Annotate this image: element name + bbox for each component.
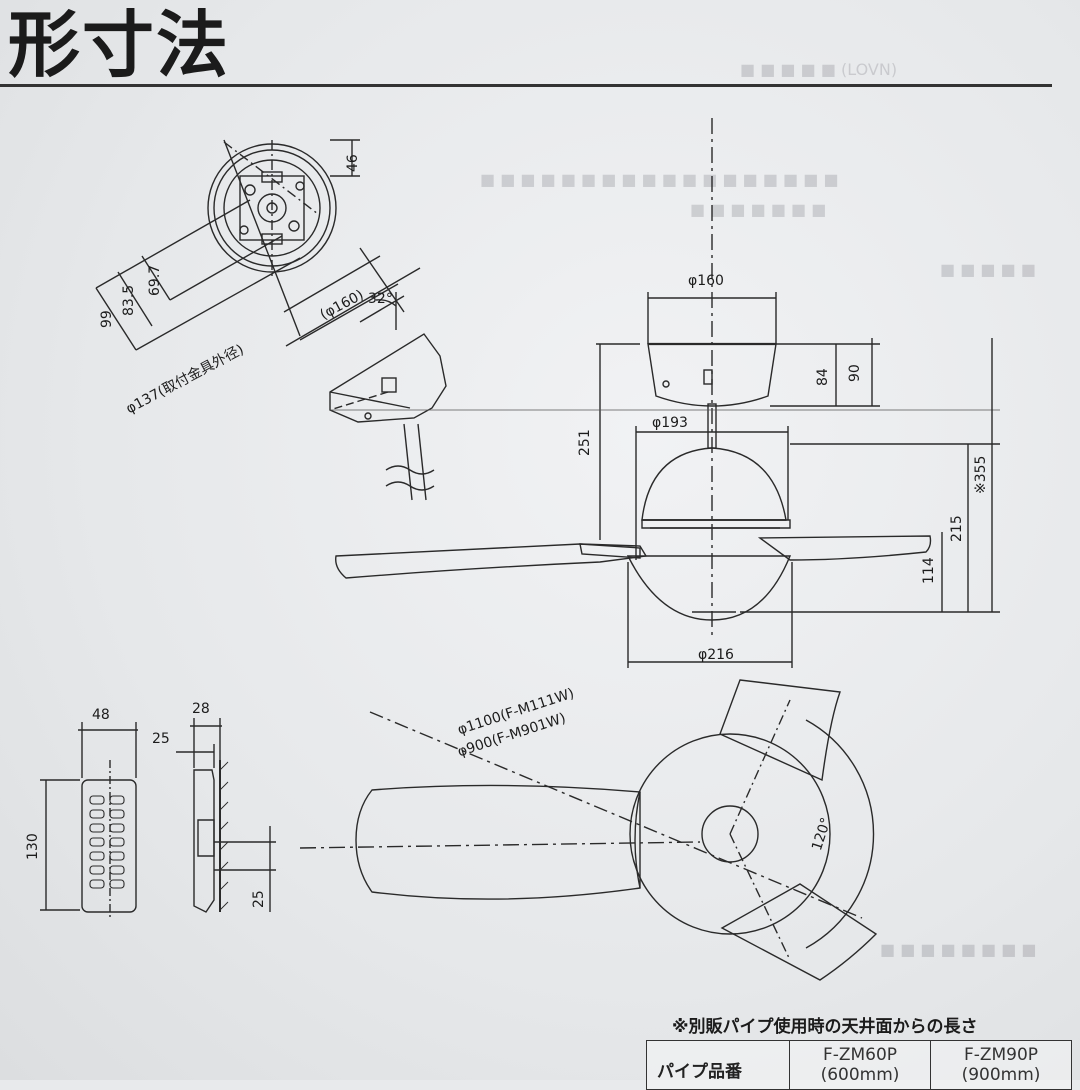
dim-84-label: 84	[815, 368, 831, 386]
table-row: パイプ品番 F-ZM60P (600mm) F-ZM90P (900mm)	[646, 1040, 1072, 1090]
dim-25-bottom-label: 25	[251, 890, 267, 908]
dim-90-label: 90	[847, 364, 863, 382]
pipe-length-table: パイプ品番 F-ZM60P (600mm) F-ZM90P (900mm)	[646, 1040, 1072, 1090]
pipe-col-900: F-ZM90P (900mm)	[930, 1040, 1072, 1090]
dim-46-label: 46	[345, 154, 361, 172]
dim-130-label: 130	[25, 833, 41, 860]
angle-32-label: 32°	[368, 291, 393, 307]
pipe-length-note: ※別販パイプ使用時の天井面からの長さ	[672, 1017, 978, 1037]
bleed-through-text: ■ ■ ■ ■ ■	[940, 260, 1036, 279]
dim-28-label: 28	[192, 701, 210, 717]
dim-25-top-label: 25	[152, 731, 170, 747]
pipe-model-900: F-ZM90P	[963, 1045, 1039, 1065]
dim-251-label: 251	[577, 429, 593, 456]
phi193-label: φ193	[652, 415, 688, 431]
bleed-through-text: ■ ■ ■ ■ ■ ■ ■ ■	[880, 940, 1037, 959]
dim-355-label: ※355	[973, 455, 989, 494]
title-underline	[0, 84, 1052, 87]
remote-control-drawing	[40, 718, 276, 920]
phi216-label: φ216	[698, 647, 734, 663]
dim-48-label: 48	[92, 707, 110, 723]
ceiling-bracket-drawing	[95, 139, 447, 501]
phi160-canopy-label: φ160	[688, 273, 724, 289]
bleed-through-text: ■ ■ ■ ■ ■ ■ ■	[690, 200, 827, 219]
bleed-through-text: ■ ■ ■ ■ ■ (LOVN)	[740, 60, 898, 79]
page-title: 形寸法	[8, 3, 231, 87]
pipe-model-header: パイプ品番	[646, 1040, 790, 1090]
pipe-length-600: (600mm)	[820, 1065, 900, 1085]
dim-114-label: 114	[921, 557, 937, 584]
fan-side-elevation	[330, 118, 1000, 668]
pipe-length-900: (900mm)	[961, 1065, 1041, 1085]
dim-69-7-label: 69.7	[147, 264, 163, 296]
bleed-through-text: ■ ■ ■ ■ ■ ■ ■ ■ ■ ■ ■ ■ ■ ■ ■ ■ ■ ■	[480, 170, 839, 189]
dim-83-5-label: 83.5	[121, 284, 137, 316]
dim-215-label: 215	[949, 515, 965, 542]
pipe-model-600: F-ZM60P	[822, 1045, 898, 1065]
blade-plan-drawing	[299, 679, 878, 981]
dim-99-label: 99	[99, 310, 115, 328]
pipe-col-600: F-ZM60P (600mm)	[789, 1040, 931, 1090]
